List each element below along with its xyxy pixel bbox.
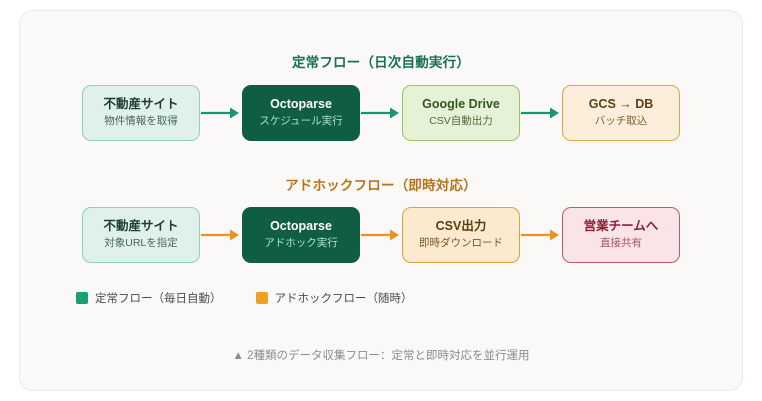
section-title-adhoc-flow: アドホックフロー（即時対応） — [285, 178, 477, 193]
node-subtitle: 即時ダウンロード — [419, 237, 503, 250]
flow-node-octoparse-adhoc[interactable]: Octoparse アドホック実行 — [242, 207, 360, 263]
node-title: 営業チームへ — [583, 218, 659, 233]
node-subtitle: スケジュール実行 — [259, 115, 343, 128]
flow-row-normal: 不動産サイト 物件情報を取得 Octoparse スケジュール実行 — [20, 85, 742, 141]
node-subtitle: 直接共有 — [600, 237, 642, 250]
legend-item-normal-flow: 定常フロー（毎日自動） — [76, 290, 222, 306]
node-title: Google Drive — [422, 96, 500, 111]
legend-label: アドホックフロー（随時） — [274, 293, 413, 305]
legend: 定常フロー（毎日自動） アドホックフロー（随時） — [76, 290, 413, 306]
node-title: 不動産サイト — [103, 96, 179, 111]
flow-node-sales-team[interactable]: 営業チームへ 直接共有 — [562, 207, 680, 263]
legend-swatch-orange-icon — [255, 292, 268, 304]
node-subtitle: 対象URLを指定 — [104, 237, 178, 250]
legend-swatch-green-icon — [76, 292, 88, 304]
node-title: CSV出力 — [435, 218, 487, 233]
node-subtitle: 物件情報を取得 — [104, 115, 178, 128]
diagram-caption: ▲ 2種類のデータ収集フロー：定常と即時対応を並行運用 — [232, 350, 530, 362]
node-subtitle: CSV自動出力 — [429, 115, 493, 128]
node-subtitle: バッチ取込 — [594, 115, 648, 128]
flow-node-gcs-db[interactable]: GCS → DB バッチ取込 — [562, 85, 680, 141]
arrow-right-icon-green-1 — [200, 105, 242, 121]
legend-label: 定常フロー（毎日自動） — [95, 293, 222, 305]
arrow-right-icon-orange-3 — [520, 227, 562, 243]
flow-node-csv-output[interactable]: CSV出力 即時ダウンロード — [402, 207, 520, 263]
node-title: GCS → DB — [588, 96, 654, 111]
arrow-right-icon-orange-1 — [200, 227, 242, 243]
flow-row-adhoc: 不動産サイト 対象URLを指定 Octoparse アドホック実行 — [20, 207, 742, 263]
arrow-right-icon-green-2 — [360, 105, 402, 121]
section-title-normal-flow: 定常フロー（日次自動実行） — [291, 55, 471, 70]
flow-node-site-adhoc[interactable]: 不動産サイト 対象URLを指定 — [82, 207, 200, 263]
flow-node-site-normal[interactable]: 不動産サイト 物件情報を取得 — [82, 85, 200, 141]
legend-item-adhoc-flow: アドホックフロー（随時） — [255, 290, 413, 306]
flow-node-octoparse-normal[interactable]: Octoparse スケジュール実行 — [242, 85, 360, 141]
arrow-right-icon-green-3 — [520, 105, 562, 121]
node-title: 不動産サイト — [103, 218, 179, 233]
node-title: Octoparse — [270, 96, 332, 111]
node-title: Octoparse — [270, 218, 332, 233]
flow-node-google-drive[interactable]: Google Drive CSV自動出力 — [402, 85, 520, 141]
arrow-right-icon-orange-2 — [360, 227, 402, 243]
node-subtitle: アドホック実行 — [264, 237, 338, 250]
diagram-card: 定常フロー（日次自動実行） 不動産サイト 物件情報を取得 Octoparse ス… — [19, 10, 743, 391]
